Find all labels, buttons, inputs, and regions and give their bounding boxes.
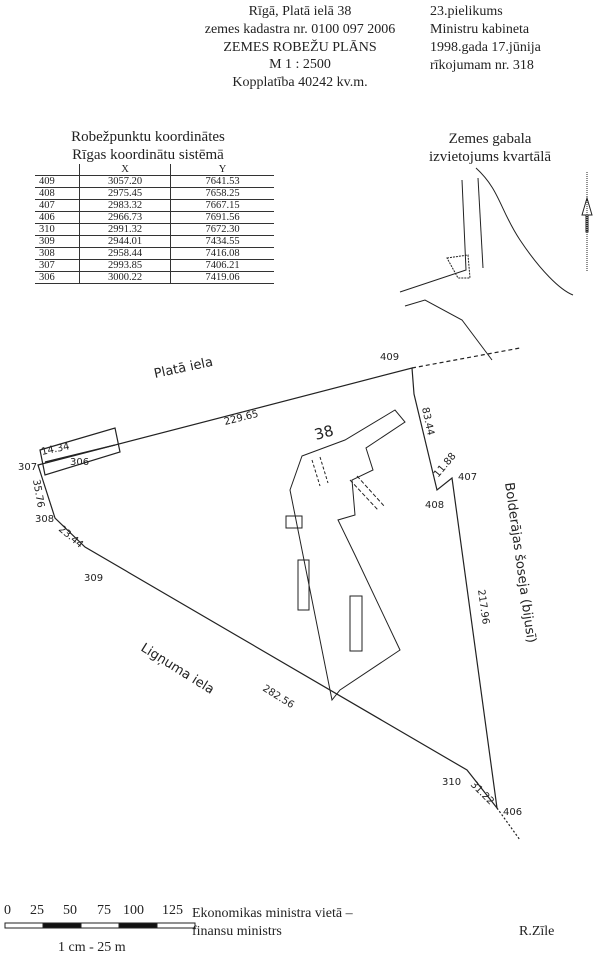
length-35-76: 35.76 (30, 479, 46, 509)
table-header: X Y (35, 164, 274, 176)
annex-issuer: Ministru kabineta (430, 22, 530, 37)
point-309: 309 (84, 573, 103, 584)
coord-y: 7672.30 (170, 223, 274, 236)
scale-label: M 1 : 2500 (269, 57, 331, 72)
inset-map (399, 167, 593, 361)
signatory-title-2: finansu ministrs (192, 924, 282, 939)
parcel-boundary (37, 347, 521, 841)
length-282-56: 282.56 (260, 683, 296, 711)
signatory-name: R.Zīle (519, 924, 555, 939)
inset-subtitle: izvietojums kvartālā (428, 149, 552, 165)
point-id: 406 (35, 211, 80, 224)
coord-x: 3057.20 (79, 175, 171, 188)
length-14-34: 14.34 (40, 441, 70, 458)
coord-x: 2944.01 (79, 235, 171, 248)
point-id: 408 (35, 187, 80, 200)
length-23-44: 23.44 (56, 524, 85, 551)
point-406: 406 (503, 807, 522, 818)
coord-x: 3000.22 (79, 271, 171, 284)
scale-tick-0: 0 (4, 903, 11, 918)
scale-bar (4, 922, 196, 929)
col-x: X (79, 164, 171, 176)
length-217-96: 217.96 (475, 589, 491, 625)
scale-tick-100: 100 (123, 903, 144, 918)
point-id: 409 (35, 175, 80, 188)
coord-x: 2966.73 (79, 211, 171, 224)
coord-y: 7667.15 (170, 199, 274, 212)
annex-date: 1998.gada 17.jūnija (430, 40, 541, 55)
street-lignuma: Ligņuma iela (138, 641, 217, 698)
scale-ratio: 1 cm - 25 m (58, 940, 126, 955)
total-area: Kopplatība 40242 kv.m. (232, 75, 368, 90)
point-id: 309 (35, 235, 80, 248)
length-83-44: 83.44 (419, 406, 436, 436)
building-number: 38 (312, 422, 335, 444)
annex-number: 23.pielikums (430, 4, 503, 19)
buildings (285, 409, 406, 702)
coord-x: 2983.32 (79, 199, 171, 212)
document-title: ZEMES ROBEŽU PLĀNS (223, 40, 377, 55)
point-id: 407 (35, 199, 80, 212)
scale-tick-75: 75 (97, 903, 111, 918)
coords-title: Robežpunktu koordinātes (71, 129, 225, 145)
point-id: 306 (35, 271, 80, 284)
coord-y: 7416.08 (170, 247, 274, 260)
inset-title: Zemes gabala (448, 131, 532, 147)
point-308: 308 (35, 514, 54, 525)
street-plata: Platā iela (153, 355, 215, 382)
length-31-22: 31.22 (468, 779, 496, 807)
coord-y: 7641.53 (170, 175, 274, 188)
point-409: 409 (380, 352, 399, 363)
coord-y: 7434.55 (170, 235, 274, 248)
coords-subtitle: Rīgas koordinātu sistēmā (72, 147, 224, 163)
coord-y: 7419.06 (170, 271, 274, 284)
col-y: Y (170, 164, 274, 176)
point-307: 307 (18, 462, 37, 473)
coord-x: 2991.32 (79, 223, 171, 236)
annex-order: rīkojumam nr. 318 (430, 58, 534, 73)
signatory-title: Ekonomikas ministra vietā – (192, 906, 353, 921)
plan-labels: Platā iela Ligņuma iela Bolderājas šosej… (18, 352, 538, 818)
scale-tick-25: 25 (30, 903, 44, 918)
coord-x: 2975.45 (79, 187, 171, 200)
coord-x: 2993.85 (79, 259, 171, 272)
cadastre-number: zemes kadastra nr. 0100 097 2006 (204, 22, 396, 37)
point-306: 306 (70, 457, 89, 468)
street-bolderajas: Bolderājas šoseja (bijusī) (501, 481, 538, 643)
coord-y: 7658.25 (170, 187, 274, 200)
address: Rīgā, Platā ielā 38 (248, 4, 352, 19)
col-point (35, 164, 80, 176)
coord-y: 7691.56 (170, 211, 274, 224)
point-id: 308 (35, 247, 80, 260)
point-310: 310 (442, 777, 461, 788)
point-407: 407 (458, 472, 477, 483)
scale-tick-125: 125 (162, 903, 183, 918)
coord-x: 2958.44 (79, 247, 171, 260)
length-11-88: 11.88 (432, 451, 459, 480)
point-id: 310 (35, 223, 80, 236)
point-id: 307 (35, 259, 80, 272)
scale-tick-50: 50 (63, 903, 77, 918)
point-408: 408 (425, 500, 444, 511)
coord-y: 7406.21 (170, 259, 274, 272)
